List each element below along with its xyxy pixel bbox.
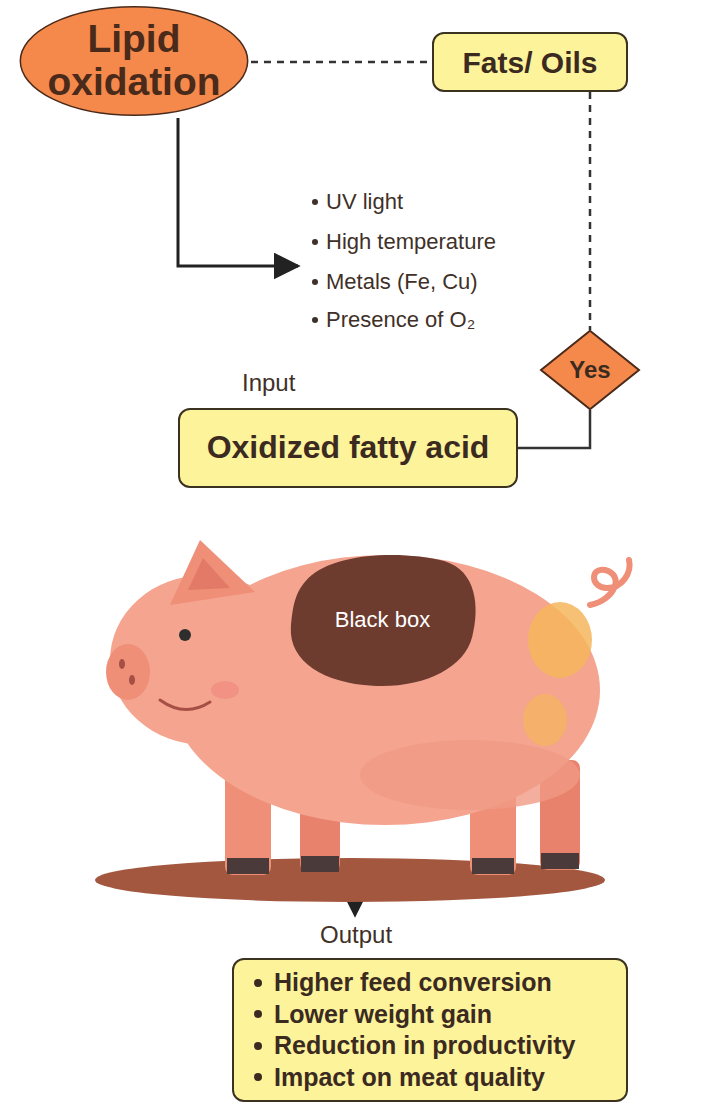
node-text: Yes — [569, 357, 610, 383]
pig-eye — [179, 629, 191, 641]
bullet-row: Lower weight gain — [254, 1001, 492, 1029]
process-ellipse: Lipid oxidation — [18, 5, 250, 117]
diamond-shape — [541, 331, 639, 409]
bullet-dot — [254, 1042, 262, 1050]
dashed-connector — [251, 61, 432, 64]
output-item: Lower weight gain — [274, 1001, 492, 1029]
node-text: Fats/ Oils — [462, 46, 597, 79]
factor-item: Presence of O₂ — [312, 308, 475, 332]
pig-cheek — [211, 681, 239, 699]
bullet-dot — [254, 1073, 262, 1081]
factor-item: Metals (Fe, Cu) — [312, 270, 478, 294]
label-text: Input — [242, 370, 295, 396]
label-text: High temperature — [326, 230, 496, 254]
input-box: Fats/ Oils — [432, 32, 628, 92]
dashed-connector — [589, 92, 592, 330]
pig-nostril — [129, 675, 135, 685]
bullet-dot — [312, 279, 318, 285]
factor-item: UV light — [312, 190, 403, 214]
pig-hoof — [227, 853, 579, 874]
pig-nostril — [119, 659, 125, 669]
black-box-blob: Black box — [285, 550, 480, 690]
bullet-dot — [254, 979, 262, 987]
connector-line — [518, 410, 590, 448]
decision-diamond: Yes — [540, 330, 640, 410]
pig-spot — [523, 694, 567, 746]
pig-ear-inner — [188, 558, 230, 590]
output-label: Output — [320, 922, 392, 948]
label-text: Presence of O₂ — [326, 308, 475, 332]
bullet-dot — [312, 199, 318, 205]
label-text: Metals (Fe, Cu) — [326, 270, 478, 294]
label-text: Output — [320, 922, 392, 948]
output-box: Higher feed conversionLower weight gainR… — [232, 958, 628, 1102]
node-text: Black box — [335, 608, 430, 632]
blob-shape — [291, 555, 476, 686]
pig-spot — [528, 602, 592, 678]
factor-arrow — [178, 118, 298, 266]
pig-tail — [590, 560, 630, 605]
input-box: Oxidized fatty acid — [178, 408, 518, 488]
factor-item: High temperature — [312, 230, 496, 254]
bullet-row: Impact on meat quality — [254, 1064, 545, 1092]
label-text: UV light — [326, 190, 403, 214]
pig-mouth — [160, 700, 210, 710]
output-item: Higher feed conversion — [274, 969, 552, 997]
bullet-dot — [254, 1010, 262, 1018]
ellipse-shape — [20, 7, 247, 116]
pig-snout — [106, 644, 150, 700]
bullet-row: Higher feed conversion — [254, 969, 552, 997]
output-item: Reduction in productivity — [274, 1032, 575, 1060]
bullet-dot — [312, 317, 318, 323]
output-item: Impact on meat quality — [274, 1064, 545, 1092]
pig-belly — [360, 740, 580, 810]
node-text: Oxidized fatty acid — [207, 430, 490, 465]
bullet-dot — [312, 239, 318, 245]
bullet-row: Reduction in productivity — [254, 1032, 575, 1060]
pig-ear — [170, 540, 255, 605]
node-text: Lipid oxidation — [39, 18, 229, 104]
input-label: Input — [242, 370, 295, 396]
ground-shadow — [95, 858, 605, 902]
